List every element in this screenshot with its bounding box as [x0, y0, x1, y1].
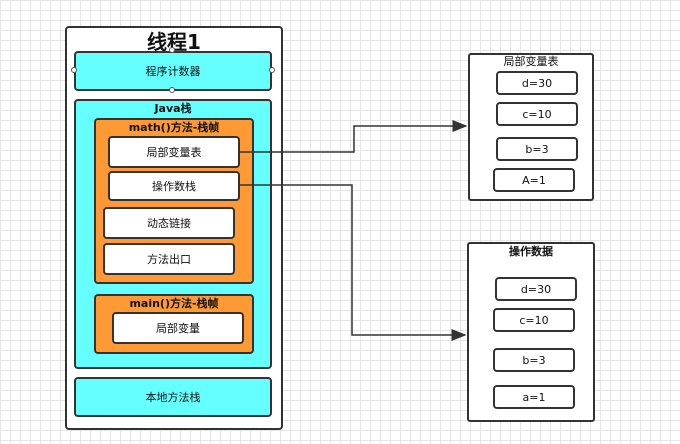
local-var-entry[interactable]: c=10 [496, 102, 578, 126]
local-var-entry[interactable]: A=1 [493, 168, 575, 192]
java-stack-label: Java栈 [154, 102, 192, 115]
connector-operand-stack-arrow[interactable] [240, 184, 467, 341]
selection-handle[interactable] [169, 47, 175, 53]
main-local-vars-box[interactable]: 局部变量 [112, 312, 244, 344]
local-var-table-box[interactable]: 局部变量表 [108, 136, 240, 168]
method-return-box[interactable]: 方法出口 [103, 243, 235, 275]
local-var-entry[interactable]: d=30 [496, 71, 578, 95]
main-frame-label: main()方法-栈帧 [129, 297, 219, 310]
operand-entry[interactable]: a=1 [493, 385, 575, 409]
connector-local-vars-arrow[interactable] [240, 120, 468, 153]
math-frame-label: math()方法-栈帧 [128, 121, 220, 134]
operand-stack-box[interactable]: 操作数栈 [108, 171, 240, 201]
operand-data-title: 操作数据 [509, 244, 553, 258]
operand-entry[interactable]: d=30 [495, 277, 577, 301]
selection-handle[interactable] [269, 67, 275, 73]
operand-entry[interactable]: b=3 [493, 348, 575, 372]
selection-handle[interactable] [169, 87, 175, 93]
dynamic-link-box[interactable]: 动态链接 [103, 207, 235, 239]
selection-handle[interactable] [71, 67, 77, 73]
native-stack-box[interactable]: 本地方法栈 [74, 377, 272, 417]
local-var-entry[interactable]: b=3 [496, 137, 578, 161]
operand-entry[interactable]: c=10 [493, 308, 575, 332]
local-var-table-title: 局部变量表 [503, 55, 559, 68]
